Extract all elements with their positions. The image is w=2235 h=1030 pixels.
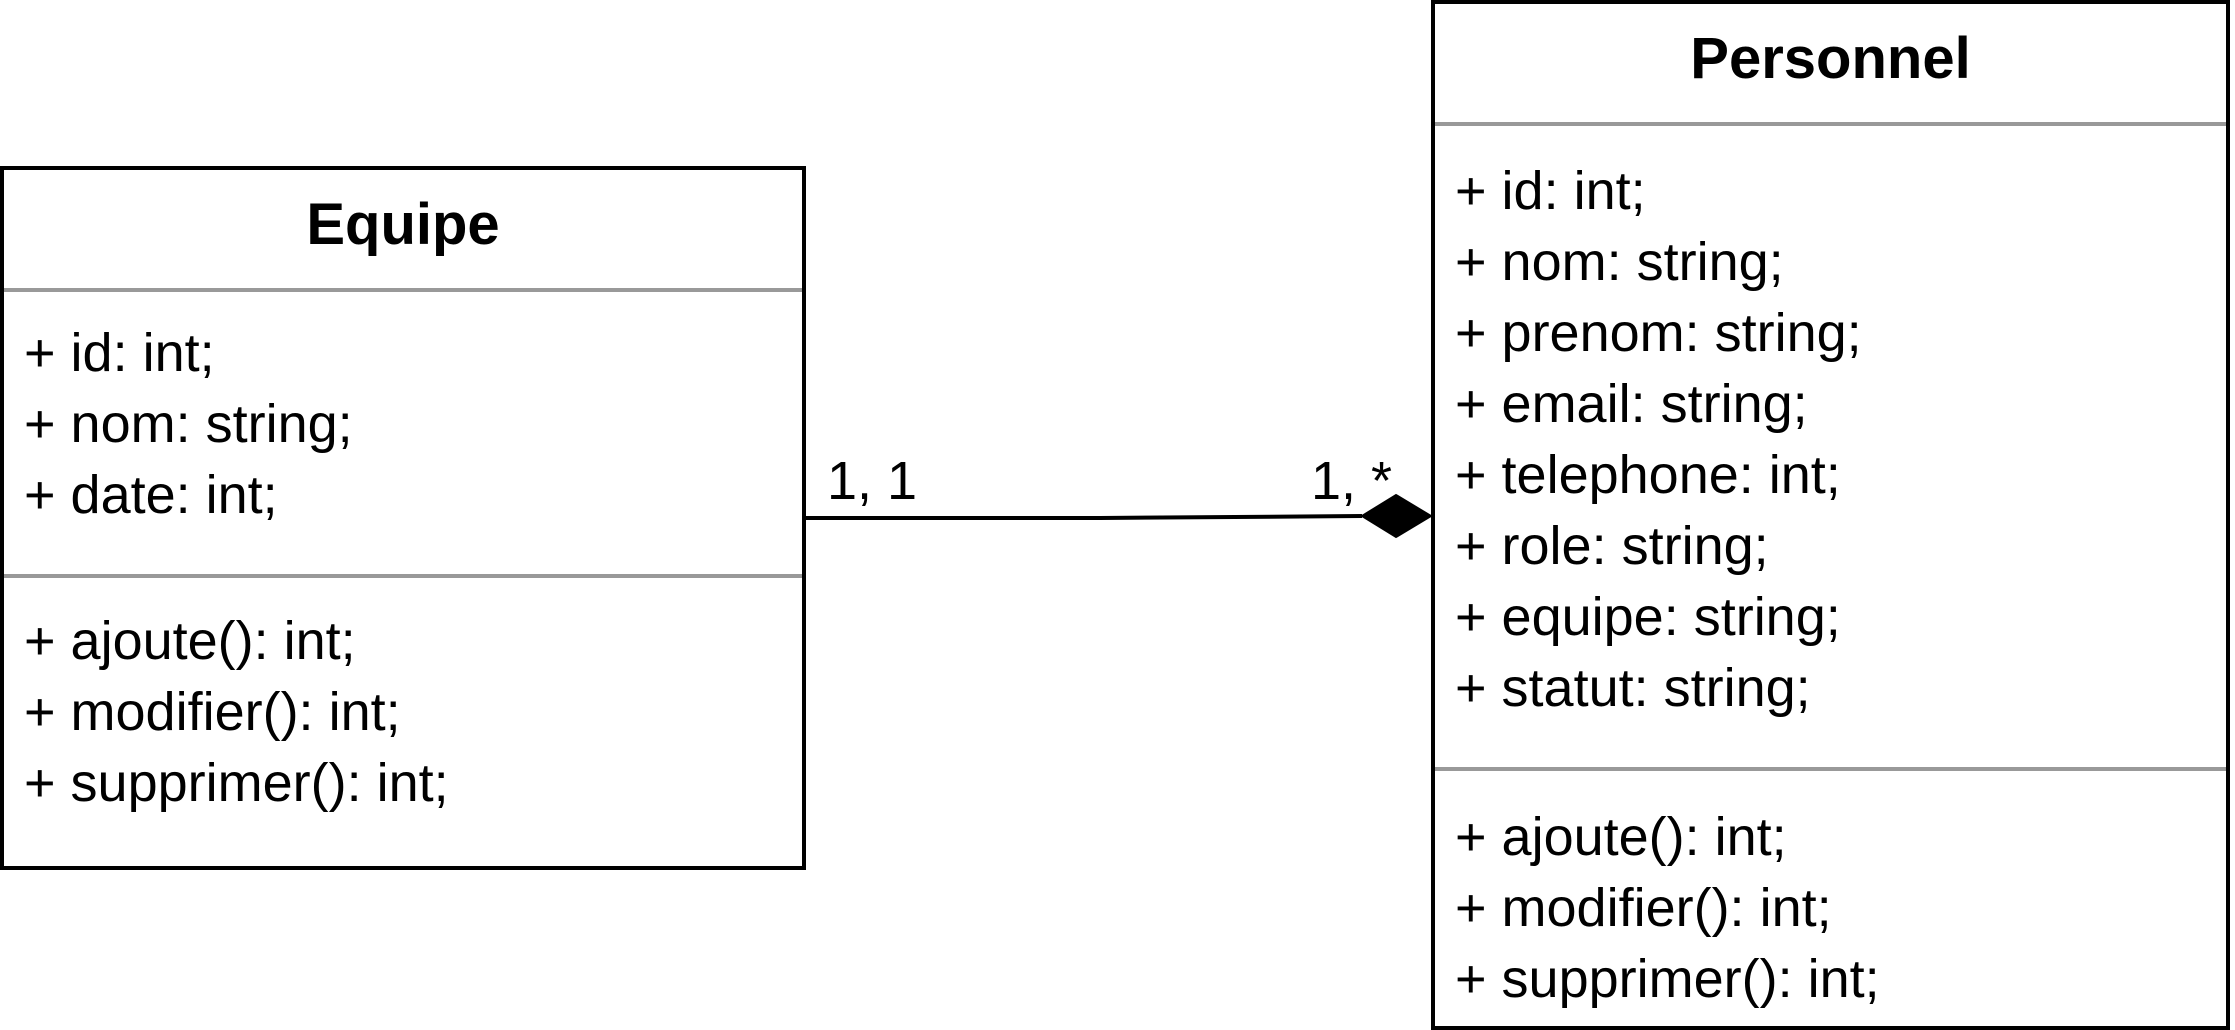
association-line xyxy=(806,514,1363,520)
attribute: + telephone: int; xyxy=(1455,445,1841,505)
operation-list: + ajoute(): int; + modifier(): int; + su… xyxy=(24,606,449,819)
attribute: + equipe: string; xyxy=(1455,587,1841,647)
attribute: + statut: string; xyxy=(1455,658,1811,718)
compartment-divider xyxy=(4,288,802,292)
operation: + modifier(): int; xyxy=(1455,878,1832,938)
attribute: + email: string; xyxy=(1455,374,1808,434)
attribute: + nom: string; xyxy=(24,394,353,454)
class-personnel[interactable]: Personnel + id: int; + nom: string; + pr… xyxy=(1431,0,2230,1030)
operation-list: + ajoute(): int; + modifier(): int; + su… xyxy=(1455,802,1880,1015)
operation: + ajoute(): int; xyxy=(1455,807,1787,867)
operation: + modifier(): int; xyxy=(24,682,401,742)
attribute: + nom: string; xyxy=(1455,232,1784,292)
attribute: + date: int; xyxy=(24,465,278,525)
attribute-list: + id: int; + nom: string; + date: int; xyxy=(24,318,353,531)
operation: + ajoute(): int; xyxy=(24,611,356,671)
attribute-list: + id: int; + nom: string; + prenom: stri… xyxy=(1455,156,1862,724)
compartment-divider xyxy=(1435,767,2226,771)
attribute: + prenom: string; xyxy=(1455,303,1862,363)
class-equipe[interactable]: Equipe + id: int; + nom: string; + date:… xyxy=(0,166,806,870)
class-name: Equipe xyxy=(306,192,500,257)
operation: + supprimer(): int; xyxy=(1455,949,1880,1009)
operation: + supprimer(): int; xyxy=(24,753,449,813)
multiplicity-personnel: 1, * xyxy=(1311,451,1393,511)
attribute: + id: int; xyxy=(24,323,215,383)
attribute: + id: int; xyxy=(1455,161,1646,221)
class-name: Personnel xyxy=(1690,26,1971,91)
attribute: + role: string; xyxy=(1455,516,1769,576)
multiplicity-equipe: 1, 1 xyxy=(827,451,918,511)
compartment-divider xyxy=(4,574,802,578)
compartment-divider xyxy=(1435,122,2226,126)
